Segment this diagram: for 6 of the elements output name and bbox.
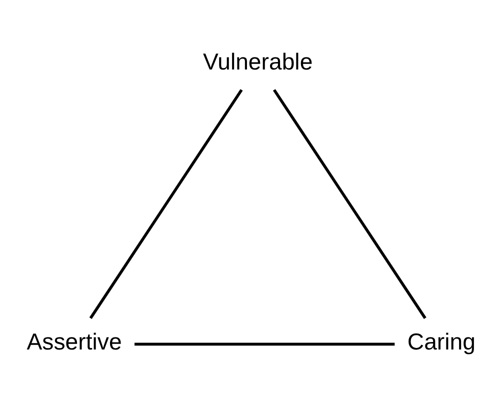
connector [134,342,395,346]
connector [89,89,243,319]
node-text: Caring [407,328,476,355]
connector [272,89,426,319]
node-text: Assertive [26,328,122,355]
node-text: Vulnerable [203,48,313,74]
